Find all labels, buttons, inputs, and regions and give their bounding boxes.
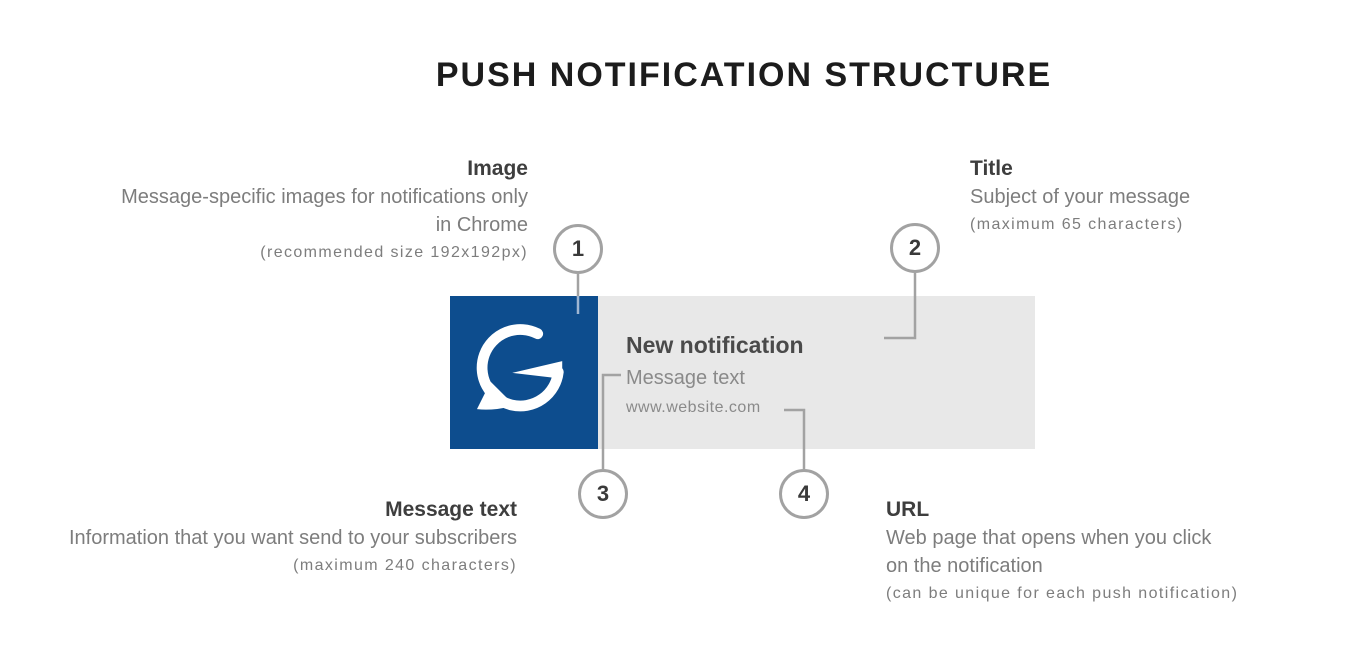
notification-title: New notification [626, 332, 804, 358]
callout-image-line2: in Chrome [435, 214, 528, 236]
callout-url-line1: Web page that opens when you click [886, 527, 1212, 549]
callout-number-4: 4 [779, 469, 829, 519]
notification-image-tile [450, 296, 598, 449]
callout-title-note: (maximum 65 characters) [970, 216, 1184, 233]
notification-message: Message text [626, 367, 745, 389]
callout-message-heading: Message text [385, 498, 517, 521]
callout-number-1: 1 [553, 224, 603, 274]
notification-url: www.website.com [626, 399, 761, 416]
callout-number-3: 3 [578, 469, 628, 519]
callout-image-line1: Message-specific images for notification… [121, 186, 528, 208]
callout-number-2: 2 [890, 223, 940, 273]
callout-image: Image Message-specific images for notifi… [60, 155, 528, 267]
notification-card: New notification Message text www.websit… [450, 296, 1035, 449]
callout-url-heading: URL [886, 498, 930, 521]
callout-message-line1: Information that you want send to your s… [68, 527, 517, 549]
callout-url-line2: on the notification [886, 555, 1043, 577]
callout-url: URL Web page that opens when you click o… [886, 496, 1286, 608]
callout-title: Title Subject of your message (maximum 6… [970, 155, 1300, 239]
callout-title-line1: Subject of your message [970, 186, 1191, 208]
callout-image-note: (recommended size 192x192px) [260, 244, 528, 261]
page-title: PUSH NOTIFICATION STRUCTURE [435, 56, 1053, 94]
callout-image-heading: Image [467, 157, 528, 180]
callout-message-text: Message text Information that you want s… [30, 496, 517, 580]
callout-url-note: (can be unique for each push notificatio… [886, 585, 1239, 602]
callout-message-note: (maximum 240 characters) [293, 557, 517, 574]
callout-title-heading: Title [970, 157, 1013, 180]
chat-bubble-g-icon [476, 324, 564, 412]
